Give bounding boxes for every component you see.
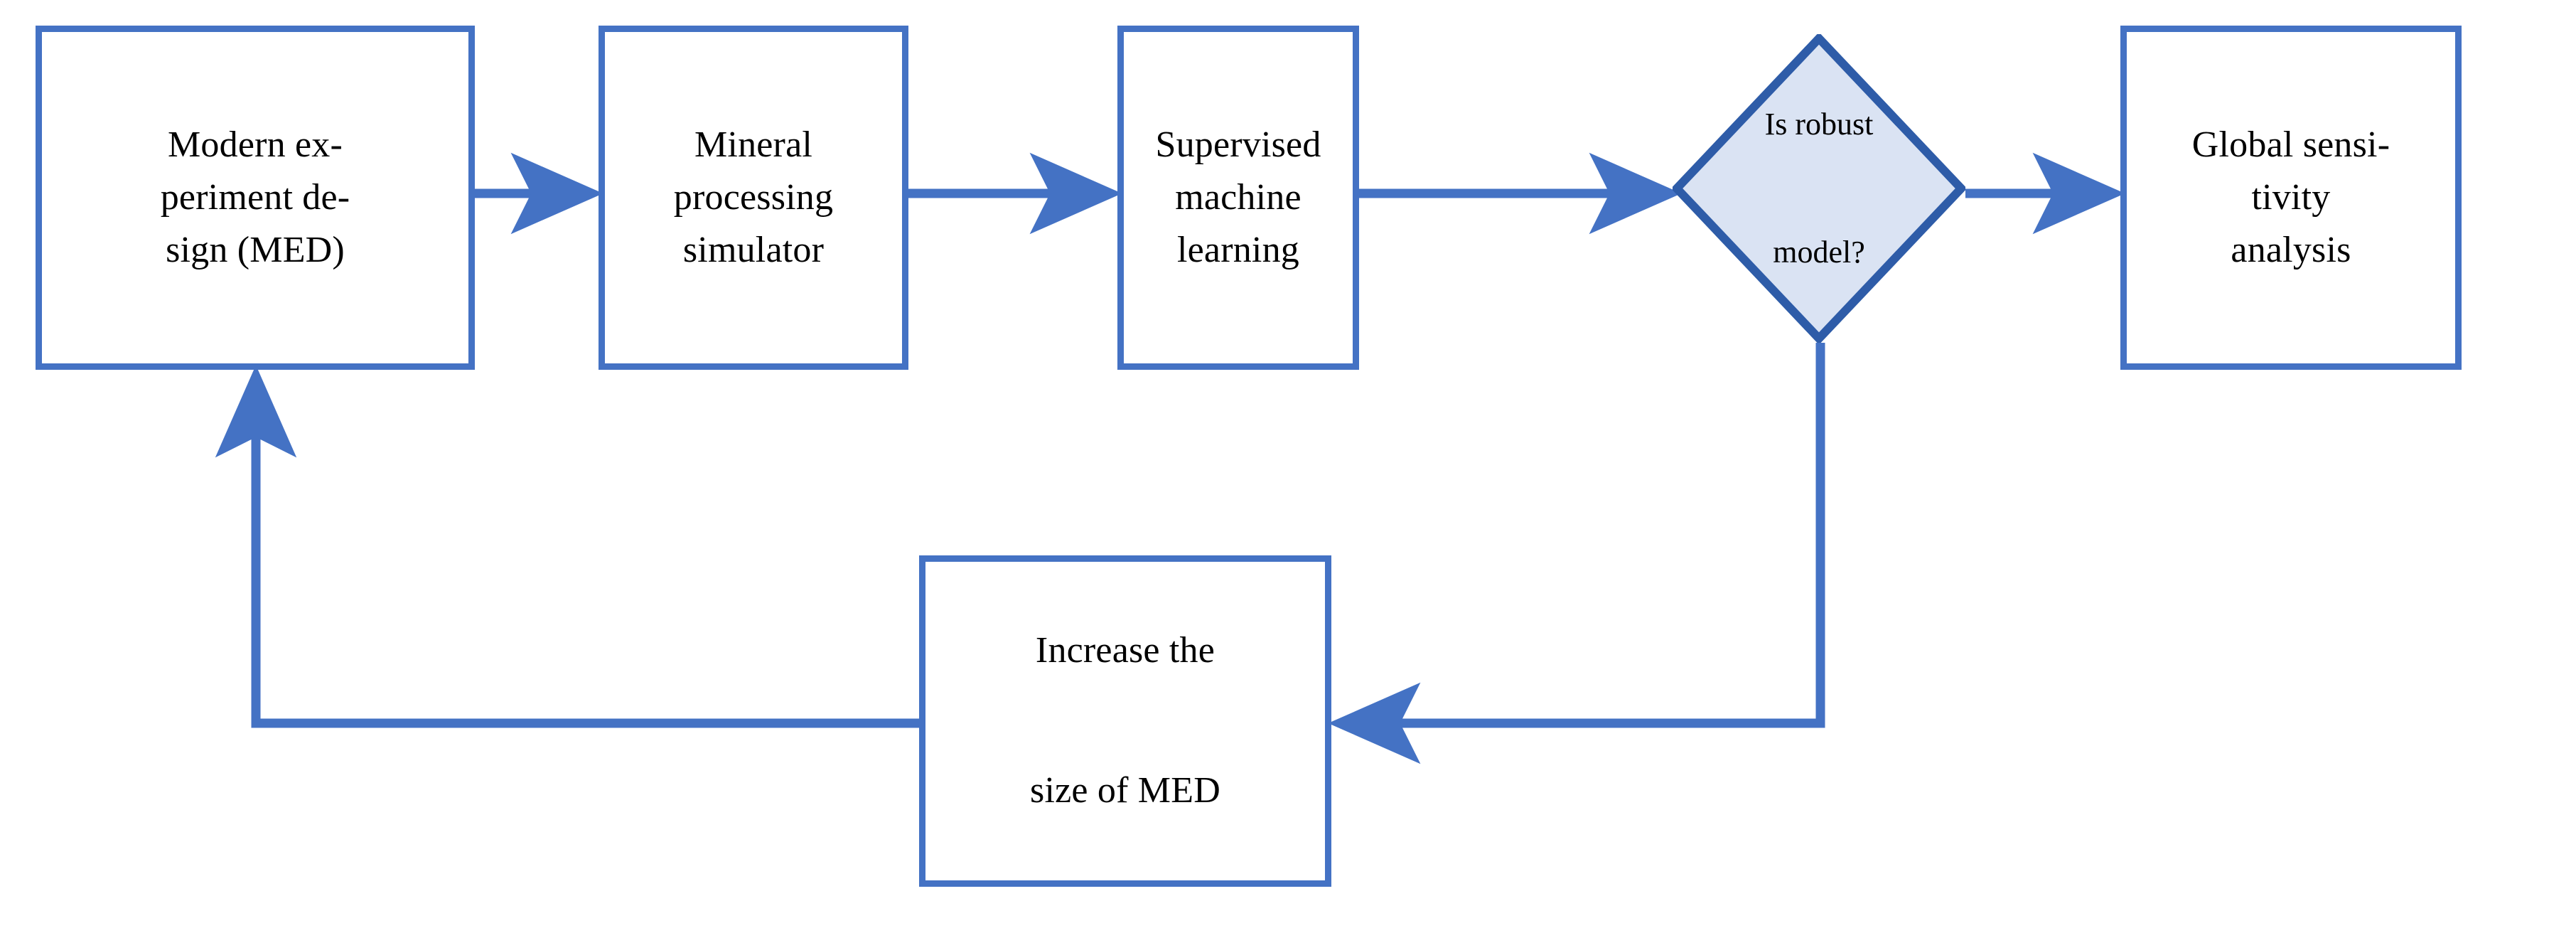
connector-increase-to-med [215, 365, 919, 728]
node-label-mineral-processing-simulator: Mineral processing simulator [673, 124, 834, 270]
node-label-modern-experiment-design: Modern ex- periment de- sign (MED) [160, 124, 350, 270]
diamond-shape [1673, 34, 1965, 343]
node-decision-is-robust-model[interactable]: Is robust model? [1673, 34, 1965, 343]
node-modern-experiment-design[interactable]: Modern ex- periment de- sign (MED) [36, 26, 475, 370]
node-supervised-machine-learning[interactable]: Supervised machine learning [1117, 26, 1359, 370]
node-label-global-sensitivity-analysis: Global sensi- tivity analysis [2191, 124, 2390, 270]
connector-decision-to-increase [1328, 343, 1825, 764]
node-label-supervised-machine-learning: Supervised machine learning [1155, 124, 1321, 270]
node-mineral-processing-simulator[interactable]: Mineral processing simulator [599, 26, 908, 370]
node-increase-size-of-med[interactable]: Increase the size of MED [919, 555, 1331, 887]
node-label-decision-is-robust-model: Is robust model? [1764, 106, 1874, 270]
node-global-sensitivity-analysis[interactable]: Global sensi- tivity analysis [2120, 26, 2462, 370]
node-label-increase-size-of-med: Increase the size of MED [1030, 629, 1220, 811]
